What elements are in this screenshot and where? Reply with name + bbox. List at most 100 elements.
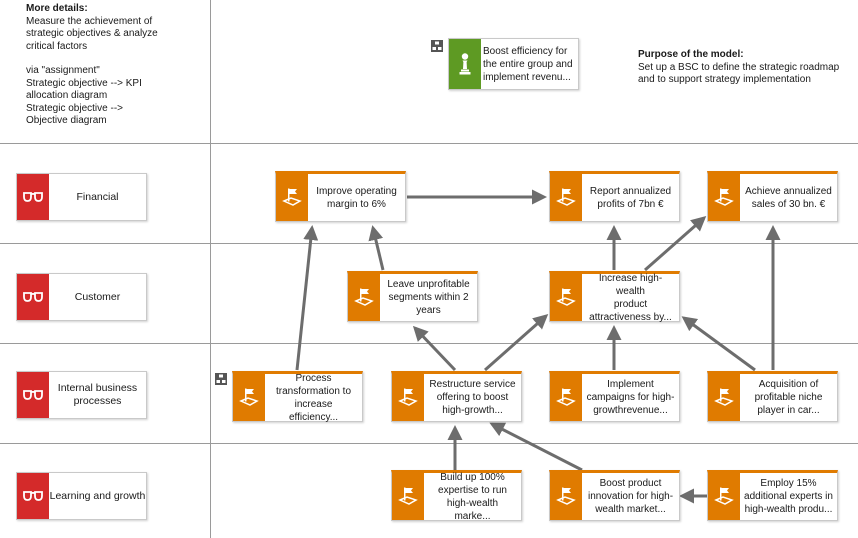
flag-map-icon [233,374,265,421]
objective-label-line: years [416,305,441,316]
more-details-line: strategic objectives & analyze [26,28,158,39]
objective-label-line: Employ 15% [760,478,817,489]
arrow-restructure-to-attractiveness [484,314,549,372]
objective-label-line: additional experts in [744,491,833,502]
objective-label-line: attractiveness by... [589,311,672,323]
perspective-label-line: Financial [76,190,119,203]
purpose-note: Purpose of the model: Set up a BSC to de… [638,49,839,87]
objective-label-line: growthrevenue... [593,405,668,416]
objective-label-line: profits of 7bn € [597,198,664,210]
purpose-line: and to support strategy implementation [638,74,811,85]
objective-label-line: Achieve annualized [745,185,832,197]
perspective-customer[interactable]: Customer [16,273,147,321]
arrow-attractiveness-to-sales [644,216,707,272]
assignment-icon[interactable] [431,40,443,52]
more-details-title: More details: [26,3,88,14]
objective-label-line: Leave unprofitable [387,279,470,290]
objective-label-line: segments within 2 [388,292,469,303]
glasses-icon [17,372,49,418]
objective-label-line: Acquisition of [758,379,819,390]
objective-label-line: Restructure service [429,379,516,390]
arrow-leave-to-margin [368,225,385,271]
more-details-line: Strategic objective --> KPI [26,77,142,89]
objective-label-line: Implement [607,379,654,390]
objective-label-line: Improve operating [316,185,397,197]
objective-label-line: sales of 30 bn. € [751,198,826,210]
perspective-label-line: Internal business [57,382,138,394]
goal-label-line: the entire group and [483,58,573,70]
goal-label-line: implement revenu... [483,71,571,83]
objective-label-line: Boost product [599,478,662,489]
arrow-restructure-to-leave [412,325,457,372]
perspective-label-line: Learning and growth [49,489,146,502]
more-details-line: Measure the achievement of [26,15,153,27]
arrow-process-to-margin [295,225,319,371]
objective-boost-innovation[interactable]: Boost product innovation for high-wealth … [549,470,680,521]
row-divider-4 [0,443,858,444]
flag-map-icon [550,374,582,421]
flag-map-icon [708,473,740,520]
flag-map-icon [276,174,308,221]
objective-label-line: increase efficiency... [288,398,339,423]
objective-leave-segments[interactable]: Leave unprofitable segments within 2 years [347,271,478,322]
objective-label-line: high-growth... [442,405,503,416]
objective-label-line: product [613,298,648,310]
perspective-financial[interactable]: Financial [16,173,147,221]
objective-label-line: Build up 100% [440,471,505,483]
objective-label: Boost product innovation for high-wealth … [582,473,679,520]
arrow-innovation-to-restructure [489,422,583,472]
perspective-label-line: processes [73,395,122,407]
flag-map-icon [550,174,582,221]
perspective-label: Financial [49,174,146,220]
flag-map-icon [550,473,582,520]
more-details-line: Objective diagram [26,115,107,126]
more-details-note: More details: Measure the achievement of… [26,3,206,128]
flag-map-icon [392,473,424,520]
objective-label-line: Report annualized [589,185,672,197]
chess-pawn-icon [449,39,481,89]
objective-label-line: high-wealth produ... [744,504,833,515]
flag-map-icon [550,274,582,321]
objective-label-line: wealth market... [595,504,666,515]
goal-label-line: Boost efficiency for [483,45,568,57]
assignment-icon[interactable] [215,373,227,385]
perspective-label: Customer [49,274,146,320]
arrow-acquisition-to-attractiveness [681,316,756,372]
more-details-line: allocation diagram [26,90,108,101]
flag-map-icon [348,274,380,321]
goal-box[interactable]: Boost efficiency for the entire group an… [448,38,579,90]
glasses-icon [17,473,49,519]
objective-label-line: profitable niche [754,392,823,403]
purpose-line: Set up a BSC to define the strategic roa… [638,61,840,73]
goal-label: Boost efficiency for the entire group an… [483,39,578,89]
more-details-line: via "assignment" [26,65,100,76]
objective-label: Employ 15% additional experts in high-weal… [740,473,837,520]
perspective-label: Learning and growth [49,473,146,519]
perspective-learning[interactable]: Learning and growth [16,472,147,520]
row-divider-top [0,143,858,144]
purpose-title: Purpose of the model: [638,49,744,60]
objective-label-line: innovation for high- [587,491,674,502]
objective-employ-experts[interactable]: Employ 15% additional experts in high-weal… [707,470,838,521]
objective-label-line: transformation to [275,385,352,397]
